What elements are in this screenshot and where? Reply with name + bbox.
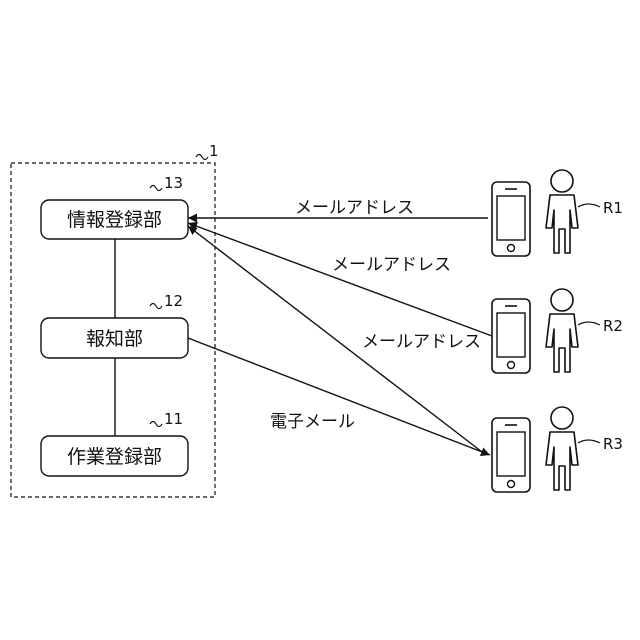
smartphone-icon bbox=[492, 299, 530, 373]
arrow-notify-to-r3 bbox=[188, 338, 490, 455]
unit-info-ref: 13 bbox=[164, 174, 183, 192]
edge-label-r3: メールアドレス bbox=[362, 332, 481, 352]
user-r3-ref: R3 bbox=[603, 435, 623, 453]
unit-notify-ref: 12 bbox=[164, 292, 183, 310]
person-icon bbox=[546, 289, 578, 372]
system-ref-leader bbox=[196, 155, 208, 160]
user-r2-ref: R2 bbox=[603, 317, 623, 335]
unit-info-registration: 情報登録部 13 bbox=[41, 174, 188, 239]
unit-work-ref: 11 bbox=[164, 410, 183, 428]
arrow-r2-to-info bbox=[188, 223, 492, 336]
user-r1: R1 bbox=[492, 170, 623, 256]
smartphone-icon bbox=[492, 182, 530, 256]
person-icon bbox=[546, 170, 578, 253]
user-r1-ref: R1 bbox=[603, 199, 623, 217]
person-icon bbox=[546, 407, 578, 490]
unit-work-label: 作業登録部 bbox=[67, 446, 162, 468]
edge-label-r2: メールアドレス bbox=[332, 255, 451, 275]
edge-label-email: 電子メール bbox=[270, 412, 355, 432]
system-ref: 1 bbox=[209, 142, 219, 160]
user-r3: R3 bbox=[492, 407, 623, 492]
unit-notify-label: 報知部 bbox=[86, 328, 143, 350]
edge-label-r1: メールアドレス bbox=[295, 198, 414, 218]
unit-info-label: 情報登録部 bbox=[67, 209, 162, 231]
smartphone-icon bbox=[492, 418, 530, 492]
user-r2: R2 bbox=[492, 289, 623, 373]
